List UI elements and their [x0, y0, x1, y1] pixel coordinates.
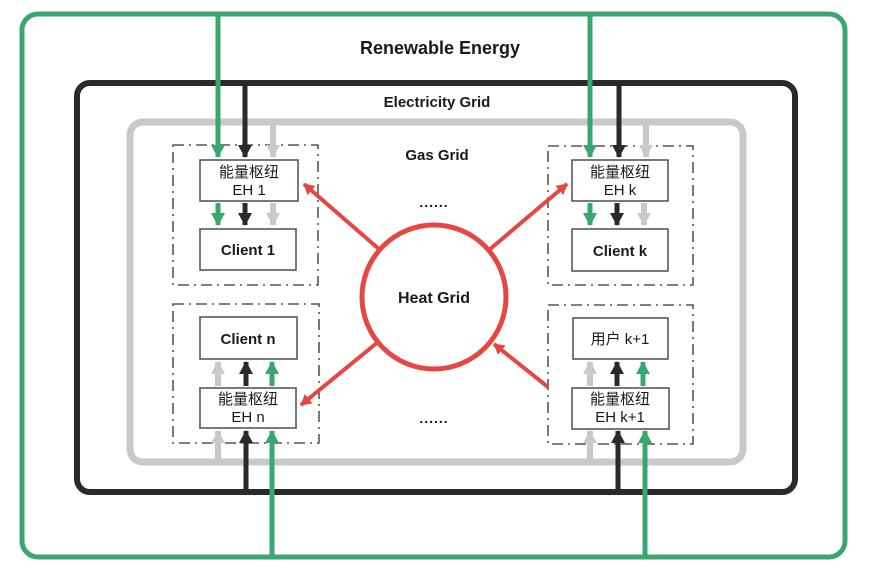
client-box-bottom-right: [572, 317, 669, 360]
gas-grid-border: [126, 118, 747, 466]
heat-connector-arrow-top-left: [302, 182, 382, 252]
hub-name-cn-top-right: 能量枢纽: [590, 164, 650, 181]
client-label-bottom-right: 用户 k+1: [591, 331, 650, 348]
hub-name-en-top-right: EH k: [604, 182, 637, 199]
hub-name-en-bottom-left: EH n: [231, 409, 264, 426]
client-label-top-left: Client 1: [221, 242, 275, 259]
hub-enclosure-bottom-left: [172, 303, 320, 444]
hub-enclosure-bottom-right: [547, 304, 694, 445]
hub-box-top-left: [199, 159, 299, 202]
electricity-grid-label: Electricity Grid: [384, 94, 491, 111]
hub-name-cn-bottom-left: 能量枢纽: [218, 391, 278, 408]
client-box-top-left: [199, 228, 297, 271]
hub-box-bottom-right: [571, 387, 670, 430]
hub-box-top-right: [571, 159, 669, 202]
heat-grid-label: Heat Grid: [398, 290, 470, 307]
heat-connector-arrow-bottom-left: [299, 340, 380, 407]
client-label-top-right: Client k: [593, 243, 648, 260]
electricity-grid-border: [74, 80, 798, 495]
hub-name-cn-top-left: 能量枢纽: [219, 164, 279, 181]
hub-name-cn-bottom-right: 能量枢纽: [590, 391, 650, 408]
gas-grid-label: Gas Grid: [405, 147, 468, 164]
client-box-bottom-left: [199, 316, 298, 360]
renewable-energy-label: Renewable Energy: [360, 38, 520, 58]
ellipsis-bottom: ......: [419, 410, 448, 426]
heat-connector-arrow-top-right: [487, 182, 569, 252]
client-box-top-right: [571, 228, 669, 272]
heat-grid-circle: [359, 222, 509, 372]
hub-name-en-bottom-right: EH k+1: [595, 409, 645, 426]
ellipsis-top: ......: [419, 194, 448, 210]
renewable-energy-border: [19, 11, 848, 560]
heat-connector-arrow-bottom-right: [492, 342, 550, 389]
hub-box-bottom-left: [199, 387, 297, 429]
client-label-bottom-left: Client n: [221, 331, 276, 348]
hub-name-en-top-left: EH 1: [232, 182, 265, 199]
